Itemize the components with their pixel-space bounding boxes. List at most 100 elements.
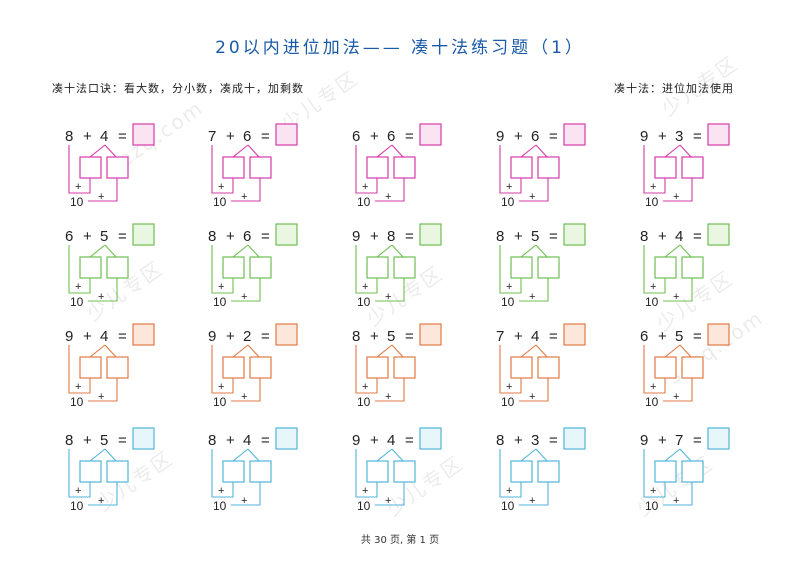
plus-sign: + bbox=[658, 128, 667, 145]
equals-sign: = bbox=[405, 432, 414, 449]
addend-a: 8 bbox=[640, 228, 648, 245]
answer-box[interactable] bbox=[707, 323, 730, 346]
split-box-left[interactable] bbox=[79, 156, 102, 179]
split-box-right[interactable] bbox=[393, 460, 416, 483]
split-box-right[interactable] bbox=[106, 356, 129, 379]
ten-label: 10 bbox=[645, 395, 659, 409]
split-box-right[interactable] bbox=[249, 156, 272, 179]
answer-box[interactable] bbox=[275, 223, 298, 246]
split-box-right[interactable] bbox=[393, 356, 416, 379]
split-box-left[interactable] bbox=[654, 256, 677, 279]
split-line bbox=[679, 244, 692, 258]
split-box-left[interactable] bbox=[654, 156, 677, 179]
split-box-right[interactable] bbox=[249, 256, 272, 279]
answer-box[interactable] bbox=[132, 123, 155, 146]
split-box-right[interactable] bbox=[249, 460, 272, 483]
answer-box[interactable] bbox=[132, 323, 155, 346]
problem-card: 8+5=+10+ bbox=[352, 323, 442, 409]
split-box-left[interactable] bbox=[222, 356, 245, 379]
problem-card: 8+6=+10+ bbox=[208, 223, 298, 309]
split-line bbox=[232, 344, 249, 358]
plus-sign: + bbox=[514, 432, 523, 449]
plus-sign: + bbox=[514, 228, 523, 245]
ten-label: 10 bbox=[213, 195, 227, 209]
split-box-left[interactable] bbox=[222, 156, 245, 179]
answer-box[interactable] bbox=[419, 123, 442, 146]
split-box-left[interactable] bbox=[79, 356, 102, 379]
split-box-left[interactable] bbox=[79, 460, 102, 483]
answer-box[interactable] bbox=[419, 323, 442, 346]
answer-box[interactable] bbox=[132, 223, 155, 246]
ten-label: 10 bbox=[357, 295, 371, 309]
split-box-right[interactable] bbox=[249, 356, 272, 379]
split-box-right[interactable] bbox=[681, 156, 704, 179]
split-box-left[interactable] bbox=[654, 460, 677, 483]
split-box-right[interactable] bbox=[537, 156, 560, 179]
make-ten-bracket bbox=[499, 145, 522, 194]
split-line bbox=[104, 448, 117, 462]
answer-box[interactable] bbox=[563, 123, 586, 146]
answer-box[interactable] bbox=[563, 323, 586, 346]
split-box-right[interactable] bbox=[106, 156, 129, 179]
split-box-right[interactable] bbox=[537, 460, 560, 483]
answer-box[interactable] bbox=[132, 427, 155, 450]
plus-sign: + bbox=[226, 228, 235, 245]
split-box-right[interactable] bbox=[681, 356, 704, 379]
answer-box[interactable] bbox=[707, 223, 730, 246]
bracket-plus: + bbox=[529, 291, 535, 303]
answer-box[interactable] bbox=[275, 427, 298, 450]
split-box-left[interactable] bbox=[654, 356, 677, 379]
split-line bbox=[89, 244, 106, 258]
split-box-right[interactable] bbox=[681, 256, 704, 279]
bracket-plus: + bbox=[385, 191, 391, 203]
make-ten-bracket bbox=[68, 145, 91, 194]
answer-box[interactable] bbox=[275, 123, 298, 146]
make-ten-bracket bbox=[211, 449, 234, 498]
split-line bbox=[232, 244, 249, 258]
make-ten-bracket bbox=[68, 345, 91, 394]
bracket-plus: + bbox=[673, 391, 679, 403]
equals-sign: = bbox=[549, 128, 558, 145]
split-box-left[interactable] bbox=[222, 256, 245, 279]
answer-box[interactable] bbox=[707, 427, 730, 450]
plus-sign: + bbox=[83, 328, 92, 345]
split-box-right[interactable] bbox=[537, 256, 560, 279]
split-line bbox=[664, 344, 681, 358]
split-box-right[interactable] bbox=[106, 460, 129, 483]
split-box-right[interactable] bbox=[393, 156, 416, 179]
split-box-left[interactable] bbox=[366, 460, 389, 483]
addend-a: 8 bbox=[65, 432, 73, 449]
equals-sign: = bbox=[118, 328, 127, 345]
split-box-left[interactable] bbox=[366, 256, 389, 279]
split-box-left[interactable] bbox=[79, 256, 102, 279]
split-box-right[interactable] bbox=[106, 256, 129, 279]
equals-sign: = bbox=[405, 128, 414, 145]
answer-box[interactable] bbox=[563, 427, 586, 450]
add-remainder-bracket bbox=[375, 378, 405, 402]
split-box-left[interactable] bbox=[510, 356, 533, 379]
split-box-left[interactable] bbox=[510, 460, 533, 483]
add-remainder-bracket bbox=[231, 378, 261, 402]
split-line bbox=[232, 448, 249, 462]
split-line bbox=[247, 448, 260, 462]
answer-box[interactable] bbox=[563, 223, 586, 246]
ten-label: 10 bbox=[645, 499, 659, 513]
answer-box[interactable] bbox=[419, 223, 442, 246]
split-box-left[interactable] bbox=[222, 460, 245, 483]
answer-box[interactable] bbox=[707, 123, 730, 146]
addend-a: 8 bbox=[352, 328, 360, 345]
addend-a: 6 bbox=[352, 128, 360, 145]
split-box-left[interactable] bbox=[366, 156, 389, 179]
answer-box[interactable] bbox=[275, 323, 298, 346]
split-box-left[interactable] bbox=[366, 356, 389, 379]
addend-b: 8 bbox=[387, 228, 395, 245]
answer-box[interactable] bbox=[419, 427, 442, 450]
split-box-right[interactable] bbox=[393, 256, 416, 279]
split-box-right[interactable] bbox=[681, 460, 704, 483]
split-box-left[interactable] bbox=[510, 256, 533, 279]
addend-b: 3 bbox=[531, 432, 539, 449]
split-box-left[interactable] bbox=[510, 156, 533, 179]
addend-b: 3 bbox=[675, 128, 683, 145]
split-box-right[interactable] bbox=[537, 356, 560, 379]
bracket-plus: + bbox=[506, 181, 512, 193]
